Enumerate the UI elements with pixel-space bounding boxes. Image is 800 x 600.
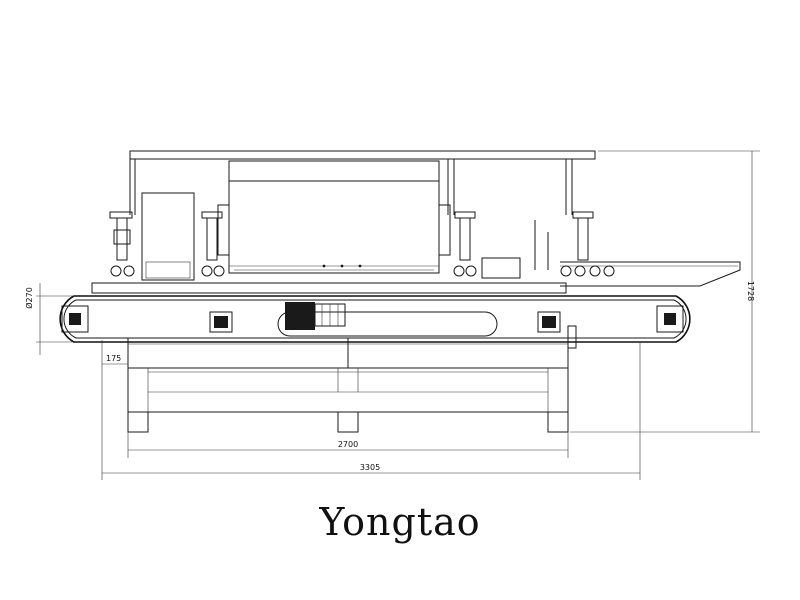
dim-label-frame-length: 2700 bbox=[338, 440, 358, 449]
base-frame bbox=[127, 337, 569, 433]
dimension-lines bbox=[36, 150, 760, 480]
drive-motor bbox=[209, 302, 577, 349]
dim-label-diameter: Ø270 bbox=[24, 287, 34, 309]
main-housing bbox=[217, 160, 451, 274]
right-head-assembly bbox=[453, 211, 615, 279]
top-canopy bbox=[129, 150, 596, 215]
dim-label-offset: 175 bbox=[106, 354, 121, 363]
left-electrical-box bbox=[141, 192, 195, 281]
dim-label-overall-length: 3305 bbox=[360, 463, 380, 472]
left-head-assembly bbox=[109, 211, 225, 277]
outfeed-table bbox=[560, 261, 741, 287]
brand-name: Yongtao bbox=[319, 500, 481, 544]
conveyor bbox=[59, 282, 691, 343]
dim-label-height: 1728 bbox=[746, 281, 755, 301]
